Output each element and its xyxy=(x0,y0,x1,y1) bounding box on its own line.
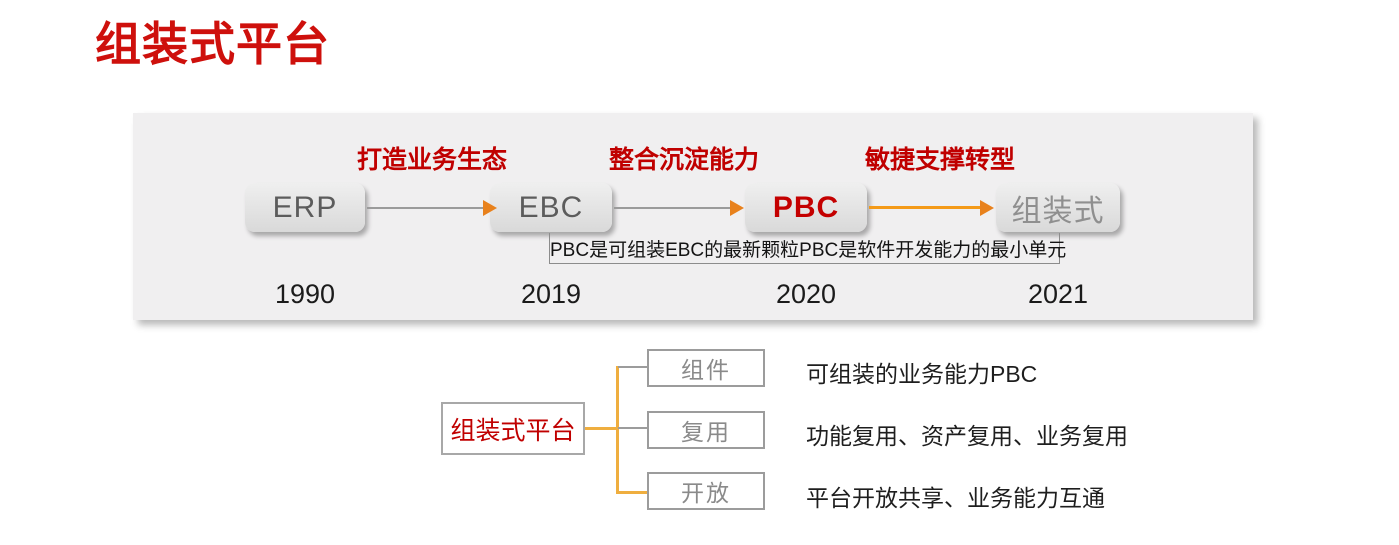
arrow-erp-to-ebc-head-icon xyxy=(483,200,497,216)
tree-desc-reuse: 功能复用、资产复用、业务复用 xyxy=(806,423,1128,449)
tree-node-open: 开放 xyxy=(647,472,765,510)
year-ebc: 2019 xyxy=(520,279,582,309)
tree-node-reuse-label: 复用 xyxy=(681,419,731,445)
node-pbc-label: PBC xyxy=(772,190,840,224)
phase-label-build-ecosystem: 打造业务生态 xyxy=(356,146,507,174)
node-erp: ERP xyxy=(245,183,365,232)
arrow-pbc-to-composable-line xyxy=(869,206,980,209)
phase-label-agile-transformation: 敏捷支撑转型 xyxy=(864,146,1015,174)
connector-branch-open xyxy=(616,491,647,494)
year-pbc: 2020 xyxy=(775,279,837,309)
tree-desc-open: 平台开放共享、业务能力互通 xyxy=(806,485,1105,511)
node-pbc: PBC xyxy=(745,183,867,232)
node-erp-label: ERP xyxy=(272,190,338,224)
pbc-note-granule: PBC是可组装EBC的最新颗粒 xyxy=(550,239,800,261)
connector-root-horizontal xyxy=(585,427,616,430)
tree-root-label: 组装式平台 xyxy=(450,416,576,445)
tree-node-component-label: 组件 xyxy=(681,357,731,383)
node-ebc-label: EBC xyxy=(518,190,584,224)
connector-branch-reuse xyxy=(618,427,647,429)
year-composable: 2021 xyxy=(1027,279,1089,309)
connector-branch-component xyxy=(618,366,647,368)
year-erp: 1990 xyxy=(274,279,336,309)
arrow-ebc-to-pbc-line xyxy=(614,207,730,209)
pbc-notes-bracket: PBC是可组装EBC的最新颗粒 PBC是软件开发能力的最小单元 xyxy=(549,233,1066,264)
node-composable: 组装式 xyxy=(996,183,1120,232)
tree-node-reuse: 复用 xyxy=(647,411,765,449)
connector-trunk-vertical xyxy=(616,366,619,493)
tree-desc-component: 可组装的业务能力PBC xyxy=(806,361,1038,387)
arrow-erp-to-ebc-line xyxy=(367,207,483,209)
tree-root-composable-platform: 组装式平台 xyxy=(441,402,585,455)
node-ebc: EBC xyxy=(490,183,612,232)
tree-node-open-label: 开放 xyxy=(681,480,731,506)
arrow-ebc-to-pbc-head-icon xyxy=(730,200,744,216)
page-title: 组装式平台 xyxy=(95,18,330,70)
arrow-pbc-to-composable-head-icon xyxy=(980,200,994,216)
tree-node-component: 组件 xyxy=(647,349,765,387)
phase-label-consolidate-capability: 整合沉淀能力 xyxy=(608,146,759,174)
pbc-note-smallest-unit: PBC是软件开发能力的最小单元 xyxy=(799,239,1067,261)
node-composable-label: 组装式 xyxy=(1011,194,1105,228)
